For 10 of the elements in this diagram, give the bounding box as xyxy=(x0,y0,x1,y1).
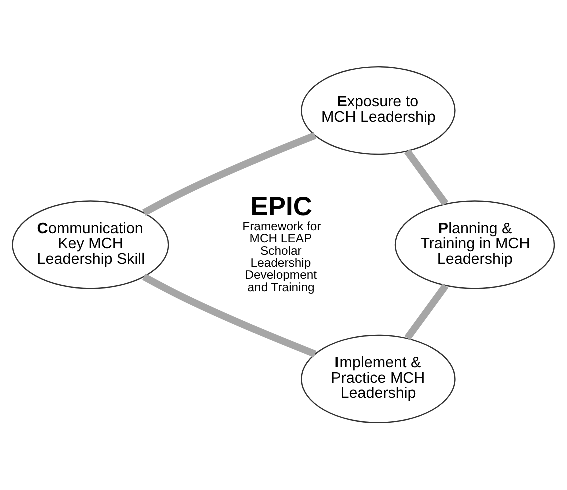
connector xyxy=(142,132,317,216)
label: EPIC xyxy=(250,191,312,222)
label: Framework for MCH LEAP Scholar Leadership Development and Training xyxy=(242,219,322,294)
node-ellipse: Exposure to MCH Leadership xyxy=(301,66,456,156)
connector xyxy=(142,274,317,358)
node-ellipse: Implement & Practice MCH Leadership xyxy=(301,334,456,424)
connector xyxy=(404,149,449,206)
node-ellipse: Communication Key MCH Leadership Skill xyxy=(12,200,170,290)
connector xyxy=(404,284,449,340)
node-ellipse: Planning & Training in MCH Leadership xyxy=(394,200,556,290)
